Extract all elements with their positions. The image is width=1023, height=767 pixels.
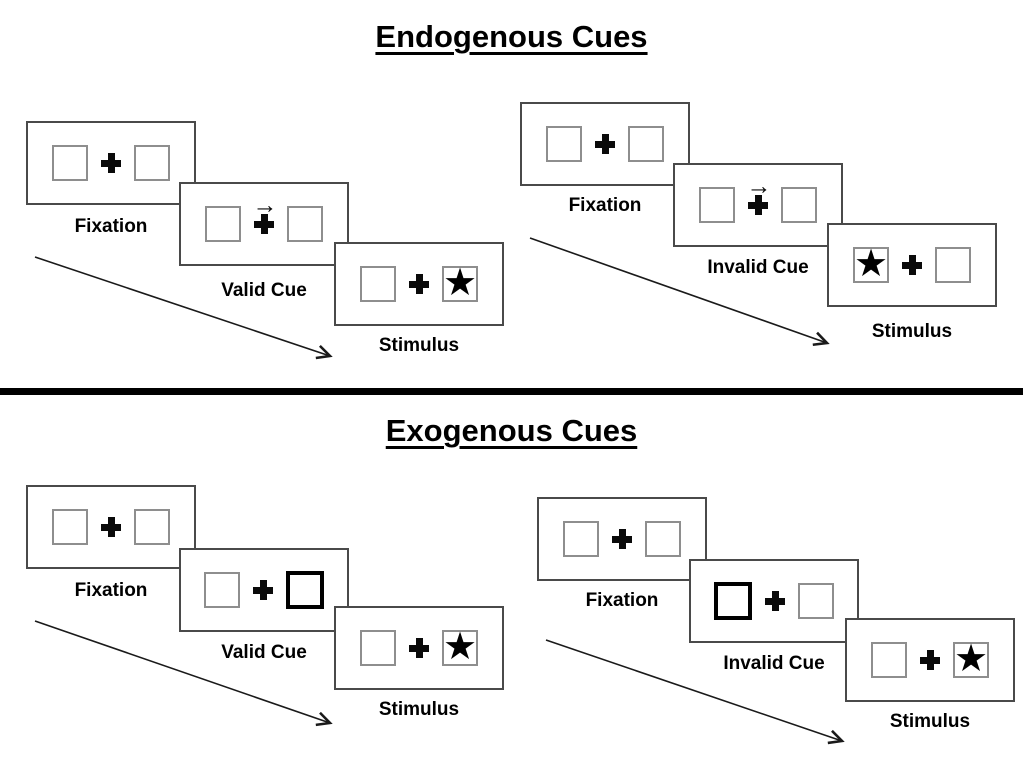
frame-label-cue: Invalid Cue [707, 257, 809, 278]
fixation-cross-icon [409, 638, 429, 658]
frame-label-stimulus: Stimulus [378, 335, 460, 356]
frame-label-cue: Invalid Cue [723, 653, 825, 674]
right-box [935, 247, 971, 283]
time-arrow-exogenous-valid [34, 620, 333, 727]
frame-label-fixation: Fixation [585, 590, 659, 611]
left-box [546, 126, 582, 162]
fixation-panel [26, 485, 196, 569]
right-box [134, 145, 170, 181]
star-stimulus-icon: ★ [442, 626, 478, 668]
section-divider [0, 388, 1023, 395]
stimulus-panel: ★ [334, 606, 504, 690]
cue-panel [179, 548, 349, 632]
frame-label-fixation: Fixation [74, 580, 148, 601]
left-box: ★ [853, 243, 889, 285]
fixation-cross-icon [748, 195, 768, 215]
frame-label-stimulus: Stimulus [378, 699, 460, 720]
cue-box [714, 582, 752, 620]
right-box: ★ [442, 626, 478, 668]
right-box [628, 126, 664, 162]
right-box [645, 521, 681, 557]
cue-box [286, 571, 324, 609]
section-title-endogenous: Endogenous Cues [375, 19, 648, 54]
star-stimulus-icon: ★ [853, 243, 889, 285]
fixation-panel [26, 121, 196, 205]
left-box [360, 630, 396, 666]
fixation-cross-icon [612, 529, 632, 549]
time-arrow-endogenous-valid [34, 256, 333, 360]
stimulus-panel: ★ [845, 618, 1015, 702]
section-title-exogenous: Exogenous Cues [385, 413, 638, 448]
stimulus-panel: ★ [334, 242, 504, 326]
right-box [134, 509, 170, 545]
time-arrow-endogenous-invalid [529, 237, 830, 347]
left-box [360, 266, 396, 302]
right-box [781, 187, 817, 223]
fixation-cross-icon [595, 134, 615, 154]
fixation-cross-icon [902, 255, 922, 275]
fixation-cross-icon [253, 580, 273, 600]
fixation-panel [520, 102, 690, 186]
left-box [699, 187, 735, 223]
fixation-cross-icon [101, 153, 121, 173]
cue-panel: → [673, 163, 843, 247]
frame-label-stimulus: Stimulus [871, 321, 953, 342]
frame-label-stimulus: Stimulus [889, 711, 971, 732]
fixation-cross-icon [254, 214, 274, 234]
right-box [287, 206, 323, 242]
stimulus-panel: ★ [827, 223, 997, 307]
frame-label-cue: Valid Cue [221, 280, 307, 301]
left-box [563, 521, 599, 557]
fixation-panel [537, 497, 707, 581]
right-box: ★ [953, 638, 989, 680]
fixation-cross-icon [409, 274, 429, 294]
right-box: ★ [442, 262, 478, 304]
left-box [205, 206, 241, 242]
cue-arrow-icon: → [252, 191, 278, 219]
star-stimulus-icon: ★ [953, 638, 989, 680]
right-box [798, 583, 834, 619]
cue-panel: → [179, 182, 349, 266]
left-box [52, 145, 88, 181]
frame-label-fixation: Fixation [568, 195, 642, 216]
frame-label-cue: Valid Cue [221, 642, 307, 663]
cue-panel [689, 559, 859, 643]
fixation-cross-icon [101, 517, 121, 537]
frame-label-fixation: Fixation [74, 216, 148, 237]
cue-arrow-icon: → [746, 172, 772, 200]
fixation-cross-icon [920, 650, 940, 670]
fixation-cross-icon [765, 591, 785, 611]
left-box [871, 642, 907, 678]
left-box [52, 509, 88, 545]
left-box [204, 572, 240, 608]
star-stimulus-icon: ★ [442, 262, 478, 304]
